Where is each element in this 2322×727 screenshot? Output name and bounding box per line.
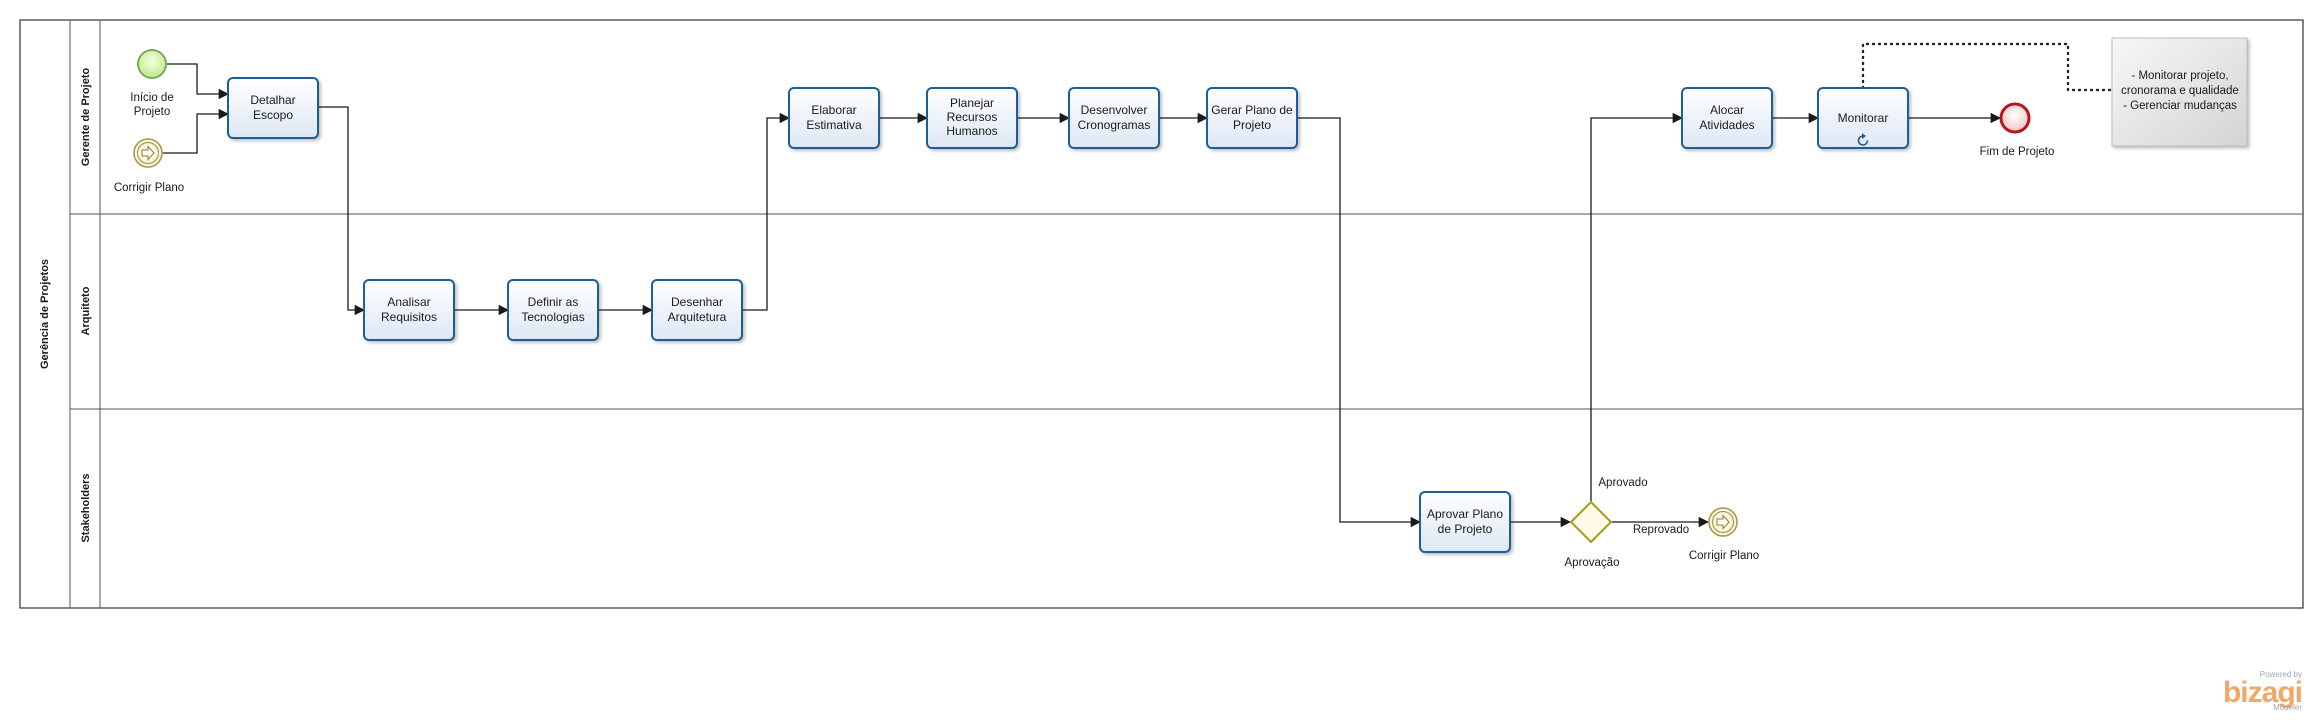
end-event[interactable] [1999,102,2031,134]
annotation-line3: - Gerenciar mudanças [2123,100,2237,112]
task-alocar-atividades-line1: Alocar [1710,103,1744,117]
task-analisar-requisitos-line1: Analisar [387,295,430,309]
start-event-label-line1: Início de [130,92,173,104]
task-definir-tecnologias-line2: Tecnologias [521,310,584,324]
task-aprovar-plano[interactable] [1419,491,1511,553]
task-definir-tecnologias[interactable] [507,279,599,341]
task-planejar-recursos-line3: Humanos [946,124,997,138]
task-alocar-atividades-line2: Atividades [1699,118,1754,132]
gateway-no-label: Reprovado [1633,524,1689,536]
text-annotation[interactable] [2111,37,2248,147]
gateway-label: Aprovação [1565,557,1620,569]
pool: Gerência de Projetos [19,19,2304,609]
annotation-association [1861,42,2114,92]
bizagi-logo: Powered by bizagi Modeler [2222,670,2303,712]
start-event[interactable] [137,49,167,79]
task-gerar-plano-line1: Gerar Plano de [1211,103,1293,117]
task-analisar-requisitos-line2: Requisitos [381,310,437,324]
corrigir-plano-bottom-label: Corrigir Plano [1689,550,1759,562]
flow-corrigir-to-detalhar [163,108,230,154]
flow-gerar-to-aprovar [1297,117,1422,528]
task-desenhar-arquitetura[interactable] [651,279,743,341]
end-event-label: Fim de Projeto [1980,146,2055,158]
flow-desenhar-to-elaborar [742,112,791,311]
lane-label-arquiteto: Arquiteto [80,286,92,335]
pool-label: Gerência de Projetos [39,259,51,369]
task-detalhar-escopo[interactable] [227,77,319,139]
corrigir-plano-event-bottom[interactable] [1708,507,1738,537]
task-desenvolver-cronogramas-line2: Cronogramas [1078,118,1151,132]
task-aprovar-plano-line2: de Projeto [1438,522,1493,536]
annotation-line1: - Monitorar projeto, [2131,70,2228,82]
task-desenhar-arquitetura-line2: Arquitetura [668,310,727,324]
task-planejar-recursos-line1: Planejar [950,96,994,110]
start-event-label-line2: Projeto [134,106,170,118]
task-elaborar-estimativa[interactable] [788,87,880,149]
task-elaborar-estimativa-line2: Estimativa [806,118,862,132]
task-gerar-plano[interactable] [1206,87,1298,149]
task-alocar-atividades[interactable] [1681,87,1773,149]
task-definir-tecnologias-line1: Definir as [528,295,579,309]
link-arrow-icon [141,145,155,161]
sequence-flows [163,63,2002,528]
loop-icon [1857,133,1869,146]
lane-label-gerente: Gerente de Projeto [80,68,92,167]
logo-brand-text: bizagi [2222,676,2303,709]
gateway-yes-label: Aprovado [1598,477,1647,489]
logo-powered-text: Powered by [2259,670,2302,679]
task-detalhar-escopo-line2: Escopo [253,108,293,122]
task-detalhar-escopo-line1: Detalhar [250,93,295,107]
task-elaborar-estimativa-line1: Elaborar [811,103,856,117]
task-planejar-recursos-humanos[interactable] [926,87,1018,149]
corrigir-plano-top-label: Corrigir Plano [114,182,184,194]
task-aprovar-plano-line1: Aprovar Plano [1427,507,1503,521]
task-desenvolver-cronogramas[interactable] [1068,87,1160,149]
task-monitorar[interactable] [1817,87,1909,149]
task-planejar-recursos-line2: Recursos [947,110,998,124]
lane-label-stakeholders: Stakeholders [80,473,92,542]
flow-start-to-detalhar [167,63,230,100]
task-gerar-plano-line2: Projeto [1233,118,1271,132]
corrigir-plano-event-top[interactable] [133,138,163,168]
task-monitorar-label: Monitorar [1838,111,1889,125]
gateway-aprovacao[interactable] [1569,500,1613,544]
flow-detalhar-to-analisar [318,106,366,316]
logo-modeler-text: Modeler [2273,703,2302,712]
task-desenvolver-cronogramas-line1: Desenvolver [1081,103,1148,117]
link-arrow-icon [1716,514,1730,530]
flow-gateway-to-alocar [1590,112,1684,502]
task-analisar-requisitos[interactable] [363,279,455,341]
annotation-line2: cronorama e qualidade [2121,85,2239,97]
task-desenhar-arquitetura-line1: Desenhar [671,295,723,309]
